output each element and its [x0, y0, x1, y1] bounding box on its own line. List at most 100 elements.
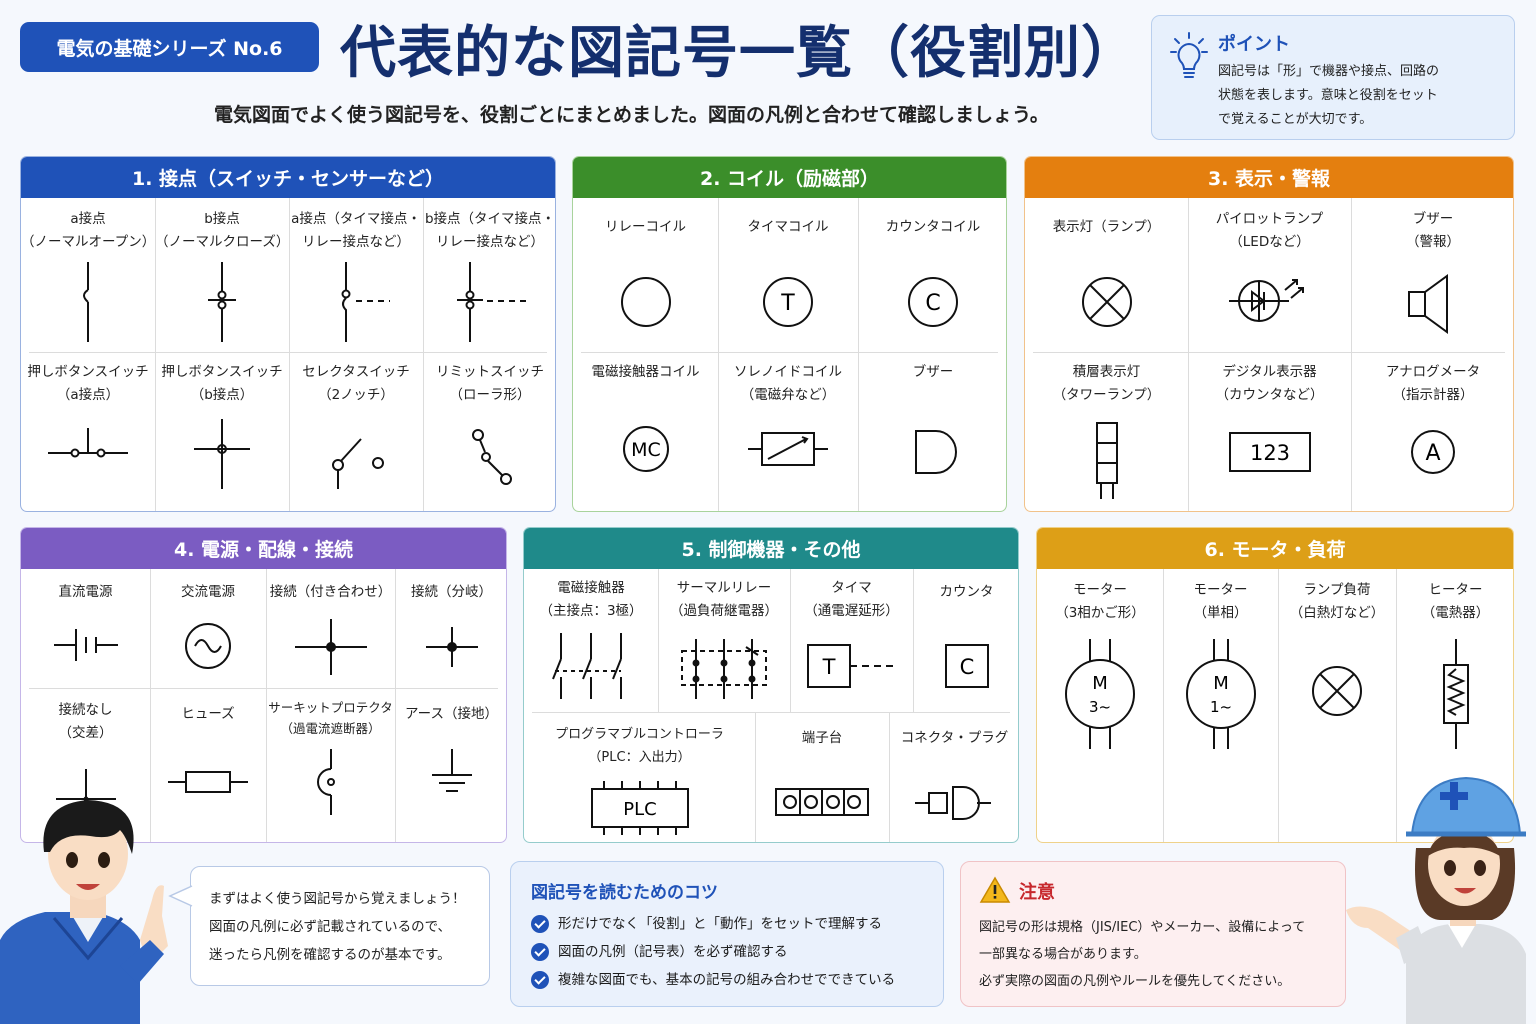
tower-lamp-icon	[1095, 422, 1118, 499]
selector-switch-icon	[332, 438, 384, 489]
symbol-label: アース（接地）	[404, 706, 498, 722]
panel-power: 4. 電源・配線・接続 直流電源 交流電源 接続（付き合わせ） 接続（分岐） 接…	[20, 527, 507, 843]
symbol-label: モーター （3相かご形）	[1055, 582, 1145, 621]
symbol-label: タイマコイル	[747, 219, 829, 235]
symbol-cell: b接点 （ノーマルクローズ）	[155, 198, 289, 352]
symbol-label: ブザー （警報）	[1406, 211, 1460, 250]
tips-item: 複雑な図面でも、基本の記号の組み合わせでできている	[531, 968, 895, 989]
symbol-cell: 押しボタンスイッチ （b接点）	[155, 353, 289, 511]
panel-title: 3. 表示・警報	[1025, 157, 1513, 198]
symbol-cell: プログラマブルコントローラ （PLC：入出力） PLC	[524, 713, 755, 842]
symbol-cell: ブザー （警報）	[1351, 198, 1513, 352]
symbol-cell: 直流電源	[21, 569, 150, 688]
symbol-text: PLC	[623, 799, 656, 820]
symbol-text: MC	[631, 439, 661, 461]
symbol-label: タイマ （通電遅延形）	[804, 580, 899, 619]
symbol-label: パイロットランプ （LEDなど）	[1215, 211, 1324, 250]
symbol-label: 接続（分岐）	[411, 584, 492, 600]
panel-control: 5. 制御機器・その他 電磁接触器 （主接点：3極） サーマルリレー （過負荷継…	[523, 527, 1019, 843]
ac-source-icon	[185, 623, 231, 669]
tips-title: 図記号を読むためのコツ	[531, 883, 718, 903]
panel-title: 1. 接点（スイッチ・センサーなど）	[21, 157, 555, 198]
symbol-label: 電磁接触器 （主接点：3極）	[539, 580, 643, 619]
symbol-cell: サーマルリレー （過負荷継電器）	[658, 569, 790, 712]
symbol-cell: ソレノイドコイル （電磁弁など）	[718, 353, 858, 511]
terminal-block-icon	[775, 788, 869, 816]
circuit-protector-icon	[316, 749, 335, 815]
fuse-icon	[168, 771, 248, 793]
symbol-label: 接続（付き合わせ）	[269, 584, 392, 600]
motor-3phase-icon: M3~	[1065, 639, 1135, 749]
counter-coil-icon: C	[908, 277, 958, 327]
symbol-cell: ランプ負荷 （白熱灯など）	[1278, 569, 1396, 842]
relay-contact-b-icon	[457, 262, 527, 342]
pushbutton-b-icon	[194, 419, 250, 489]
junction-tee-icon	[294, 619, 367, 675]
symbol-label: ランプ負荷 （白熱灯など）	[1289, 582, 1385, 621]
symbol-label: カウンタ	[939, 584, 994, 600]
panel-coils: 2. コイル（励磁部） リレーコイル タイマコイル T カウンタコイル C 電磁…	[572, 156, 1007, 512]
symbol-cell: 端子台	[755, 713, 889, 842]
symbol-label: リレーコイル	[605, 219, 686, 235]
point-title: ポイント	[1218, 34, 1290, 55]
symbol-text: C	[959, 655, 974, 679]
symbol-label: ブザー	[912, 364, 954, 380]
symbol-label: 端子台	[801, 730, 843, 746]
symbol-label: b接点（タイマ接点・ リレー接点など）	[424, 211, 556, 250]
symbol-cell: アース（接地）	[395, 689, 506, 842]
caution-title: 注意	[1019, 882, 1055, 903]
symbol-cell: コネクタ・プラグ	[889, 713, 1018, 842]
worker-character-right	[1346, 776, 1526, 1024]
symbol-cell: 積層表示灯 （タワーランプ）	[1025, 353, 1188, 511]
symbol-cell: パイロットランプ （LEDなど）	[1188, 198, 1351, 352]
symbol-label: ヒーター （電熱器）	[1421, 582, 1490, 621]
symbol-text: T	[821, 655, 835, 679]
relay-contact-a-icon	[341, 262, 390, 342]
limit-switch-icon	[472, 429, 512, 485]
symbol-label: ヒューズ	[181, 706, 235, 722]
symbol-label: コネクタ・プラグ	[900, 730, 1009, 746]
check-icon	[531, 943, 549, 961]
lamp-load-icon	[1312, 666, 1362, 716]
counter-icon: C	[944, 644, 989, 688]
symbol-label: a接点 （ノーマルオープン）	[21, 211, 156, 250]
panel-indicators: 3. 表示・警報 表示灯（ランプ） パイロットランプ （LEDなど） ブザー （…	[1024, 156, 1514, 512]
symbol-label: サーマルリレー （過負荷継電器）	[670, 580, 778, 619]
symbol-label: 交流電源	[181, 584, 235, 600]
symbol-label: 押しボタンスイッチ （a接点）	[27, 364, 149, 403]
symbol-cell: 接続なし （交差）	[21, 689, 150, 842]
lightbulb-icon	[1170, 32, 1208, 78]
buzzer-icon	[915, 430, 957, 474]
caution-body: 図記号の形は規格（JIS/IEC）やメーカー、設備によって 一部異なる場合があり…	[979, 920, 1306, 989]
tips-item: 形だけでなく「役割」と「動作」をセットで理解する	[531, 912, 882, 933]
symbol-cell: タイマ （通電遅延形） T	[790, 569, 913, 712]
symbol-text: 123	[1249, 441, 1289, 465]
symbol-label: プログラマブルコントローラ （PLC：入出力）	[555, 727, 724, 765]
symbol-subtext: 1~	[1209, 698, 1231, 716]
motor-1phase-icon: M 1~	[1185, 639, 1256, 749]
warning-icon	[979, 876, 1011, 903]
symbol-cell: ブザー	[858, 353, 1006, 511]
contactor-coil-icon: MC	[622, 426, 669, 472]
symbol-cell: a接点 （ノーマルオープン）	[21, 198, 155, 352]
point-box: ポイント 図記号は「形」で機器や接点、回路の 状態を表します。意味と役割をセット…	[1151, 15, 1515, 140]
symbol-cell: 接続（付き合わせ）	[266, 569, 395, 688]
symbol-label: モーター （単相）	[1193, 582, 1248, 621]
symbol-cell: カウンタ C	[913, 569, 1018, 712]
point-body: 図記号は「形」で機器や接点、回路の 状態を表します。意味と役割をセット で覚える…	[1218, 64, 1440, 127]
worker-character-left	[0, 800, 168, 1024]
symbol-cell: 接続（分岐）	[395, 569, 506, 688]
symbol-label: カウンタコイル	[885, 219, 981, 235]
ground-icon	[431, 749, 472, 792]
symbol-cell: カウンタコイル C	[858, 198, 1006, 352]
contact-b-icon	[208, 262, 236, 342]
pushbutton-a-icon	[48, 428, 128, 458]
timer-icon: T	[806, 644, 896, 688]
panel-contacts: 1. 接点（スイッチ・センサーなど） a接点 （ノーマルオープン） b接点 （ノ…	[20, 156, 556, 512]
symbol-cell: リレーコイル	[573, 198, 718, 352]
symbol-text: M	[1213, 673, 1229, 694]
alarm-buzzer-icon	[1408, 274, 1448, 334]
timer-coil-icon: T	[763, 277, 813, 327]
speech-bubble: まずはよく使う図記号から覚えましょう！ 図面の凡例に必ず記載されているので、 迷…	[190, 866, 490, 986]
connector-icon	[914, 786, 991, 820]
